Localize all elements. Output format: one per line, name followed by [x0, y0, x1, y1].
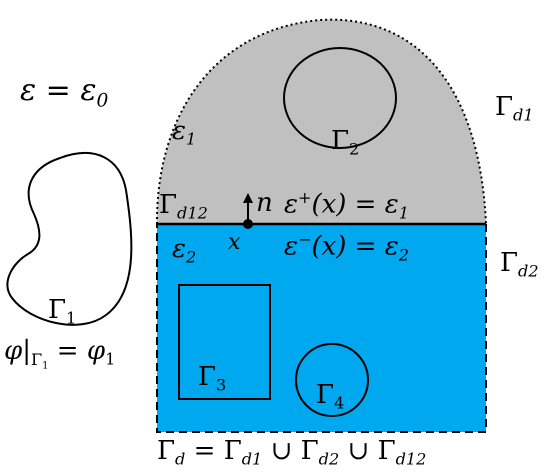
point-x-label: x: [228, 230, 241, 255]
gamma-4-boundary: [295, 343, 369, 417]
gamma-d-union-label: Γd = Γd1 ∪ Γd2 ∪ Γd12: [157, 436, 427, 469]
boundary-condition-label: φ|Γ1 = φ1: [4, 336, 116, 372]
gamma-3-label: Γ3: [198, 362, 227, 395]
epsilon-2-label: ε2: [172, 234, 197, 267]
lower-region: [157, 224, 486, 432]
gamma-1-boundary: [6, 152, 133, 326]
normal-arrow-head: [243, 193, 253, 203]
gamma-3-boundary: [178, 284, 271, 400]
gamma-d12-label: Γd12: [159, 190, 208, 223]
gamma-d2-boundary: [156, 224, 487, 433]
eps-plus-label: ε+(x) = ε1: [284, 188, 409, 223]
gamma-d2-label: Γd2: [500, 248, 539, 281]
normal-label: n: [256, 188, 273, 218]
upper-region: [156, 19, 486, 225]
gamma-4-label: Γ4: [316, 380, 345, 413]
gamma-2-boundary: [283, 47, 397, 149]
eps-minus-label: ε−(x) = ε2: [284, 230, 409, 265]
gamma-2-label: Γ2: [331, 126, 360, 159]
gamma-d1-label: Γd1: [495, 92, 534, 125]
point-x-dot: [243, 219, 253, 229]
outer-permittivity-label: ε = ε0: [20, 73, 109, 112]
epsilon-1-label: ε1: [172, 116, 197, 149]
gamma-1-label: Γ1: [48, 295, 77, 328]
gamma-d1-boundary: [155, 18, 487, 225]
